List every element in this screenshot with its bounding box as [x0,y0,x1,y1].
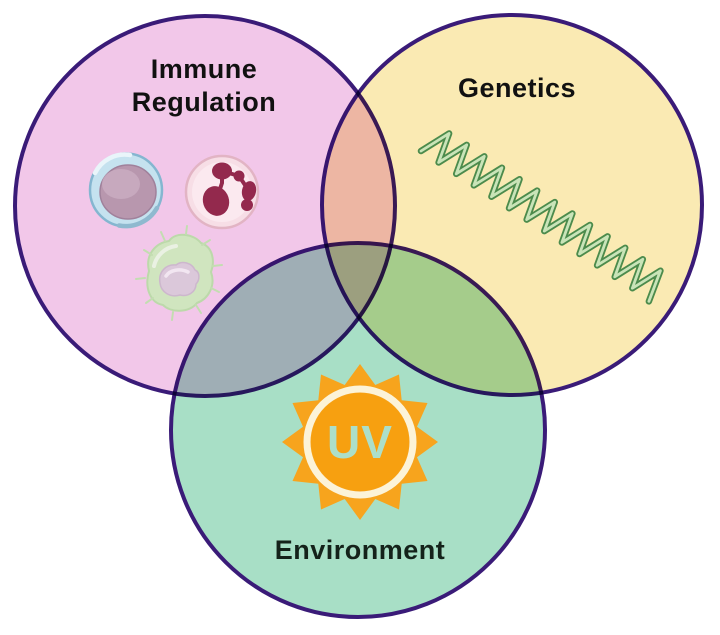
immune-regulation-label-line2: Regulation [132,87,277,117]
sun-ring [303,385,417,499]
dna-helix-icon [417,130,664,305]
lymphocyte-cell-icon [88,152,164,229]
uv-label: UV [327,416,393,468]
dendritic-cell-icon [135,225,223,321]
immune-regulation-label-line1: Immune [151,54,258,84]
environment-label: Environment [275,535,446,565]
uv-sun-icon: UV [282,364,438,520]
genetics-label: Genetics [458,73,576,103]
neutrophil-cell-icon [184,154,260,230]
sun-disc [311,393,409,491]
